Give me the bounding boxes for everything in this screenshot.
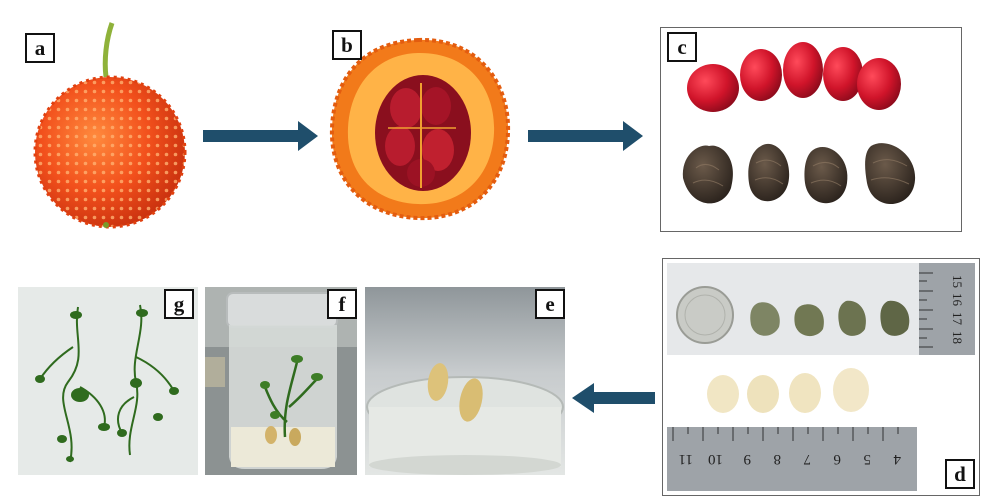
panel-label-b: b [332, 30, 362, 60]
ruler-right-16: 16 [950, 293, 965, 307]
panel-e-seed-culture: e [365, 287, 565, 475]
panel-label-c: c [667, 32, 697, 62]
ruler-bottom-7: 7 [803, 451, 811, 467]
ruler-bottom-4: 4 [893, 451, 901, 467]
ruler-bottom-8: 8 [774, 451, 782, 467]
panel-a-whole-fruit: a [18, 15, 188, 230]
ruler-bottom-5: 5 [864, 451, 872, 467]
seed-measurement-image: 15 16 17 18 11 10 9 8 7 [667, 263, 975, 491]
ruler-right-17: 17 [950, 312, 965, 326]
panel-label-e: e [535, 289, 565, 319]
seed-culture-image [365, 287, 565, 475]
panel-label-d: d [945, 459, 975, 489]
ruler-right-15: 15 [950, 275, 965, 288]
ruler-bottom-10: 10 [708, 451, 723, 467]
whole-fruit-image [33, 22, 187, 229]
panel-label-g: g [164, 289, 194, 319]
panel-g-vine-plantlets: g [18, 287, 198, 475]
ruler-bottom-11: 11 [679, 451, 693, 467]
ruler-bottom-9: 9 [744, 451, 752, 467]
panel-d-seeds-ruler: 15 16 17 18 11 10 9 8 7 [662, 258, 980, 496]
ruler-bottom-6: 6 [833, 451, 841, 467]
panel-f-plantlet-jar: f [205, 287, 357, 475]
arils-and-seeds-image [682, 42, 916, 205]
ruler-right-18: 18 [950, 331, 965, 344]
panel-c-arils-seeds: c [660, 27, 962, 232]
panel-label-f: f [327, 289, 357, 319]
cut-fruit-image [329, 37, 511, 221]
panel-label-a: a [25, 33, 55, 63]
panel-b-cut-fruit: b [318, 28, 518, 223]
